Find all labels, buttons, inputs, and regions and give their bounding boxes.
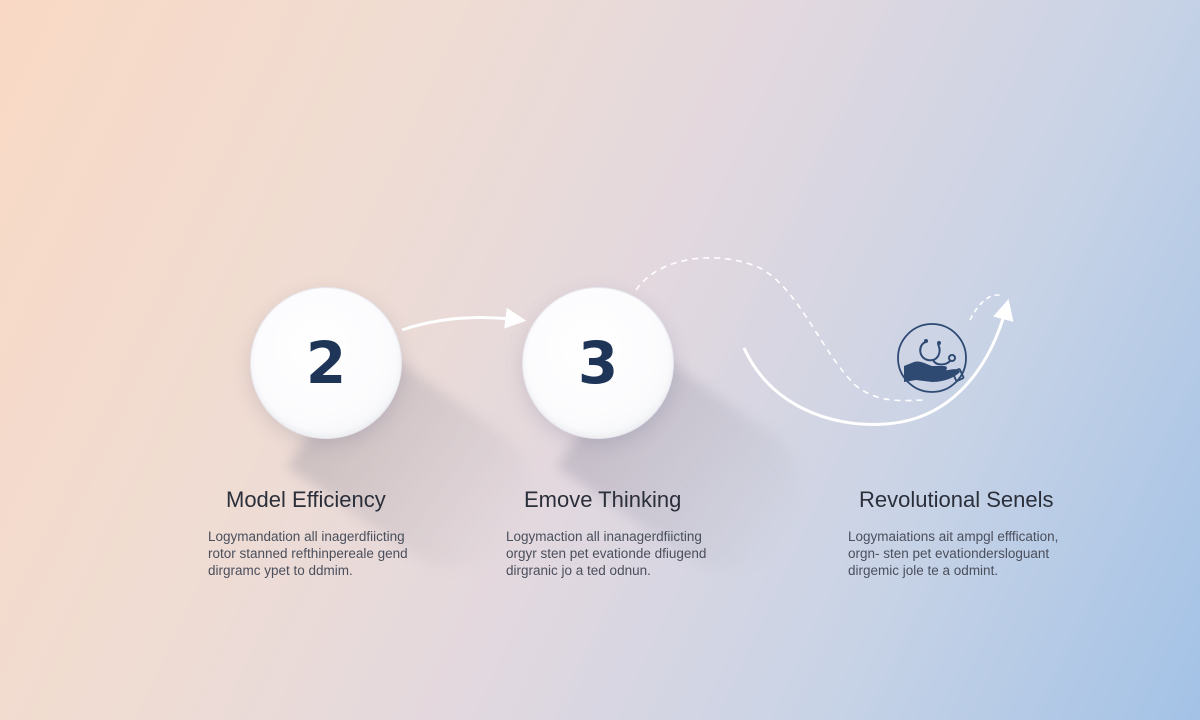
hand-stethoscope-icon bbox=[896, 322, 968, 394]
step-4-desc-line: Logymaiations ait ampgl efffication, bbox=[848, 529, 1059, 544]
step-3-title: Emove Thinking bbox=[524, 487, 682, 512]
arrow-step2-to-step3 bbox=[401, 307, 527, 332]
step-2-number: 2 bbox=[305, 329, 347, 397]
step-2-desc-line: rotor stanned refthinpereale gend bbox=[208, 546, 408, 561]
step-3-description: Logymaction all inanagerdfiicting orgyr … bbox=[506, 528, 756, 579]
step-2-desc-line: Logymandation all inagerdfiicting bbox=[208, 529, 405, 544]
step-3-desc-line: Logymaction all inanagerdfiicting bbox=[506, 529, 702, 544]
step-3-desc-line: orgyr sten pet evationde dfiugend bbox=[506, 546, 707, 561]
dashed-arc-end bbox=[969, 294, 1004, 321]
step-3-desc-line: dirgranic jo a ted odnun. bbox=[506, 563, 651, 578]
step-3-circle: 3 bbox=[522, 287, 674, 439]
step-2-title: Model Efficiency bbox=[226, 487, 386, 512]
step-2-circle: 2 bbox=[250, 287, 402, 439]
step-4-desc-line: dirgemic jole te a odmint. bbox=[848, 563, 999, 578]
step-4-title: Revolutional Senels bbox=[859, 487, 1054, 512]
step-3-number: 3 bbox=[577, 329, 619, 397]
step-2-desc-line: dirgramc ypet to ddmim. bbox=[208, 563, 353, 578]
step-4-desc-line: orgn- sten pet evationdersloguant bbox=[848, 546, 1050, 561]
step-4-description: Logymaiations ait ampgl efffication, org… bbox=[848, 528, 1098, 579]
dashed-arc-top bbox=[635, 257, 926, 402]
step-2-description: Logymandation all inagerdfiicting rotor … bbox=[208, 528, 458, 579]
swoosh-curve bbox=[742, 298, 1014, 426]
